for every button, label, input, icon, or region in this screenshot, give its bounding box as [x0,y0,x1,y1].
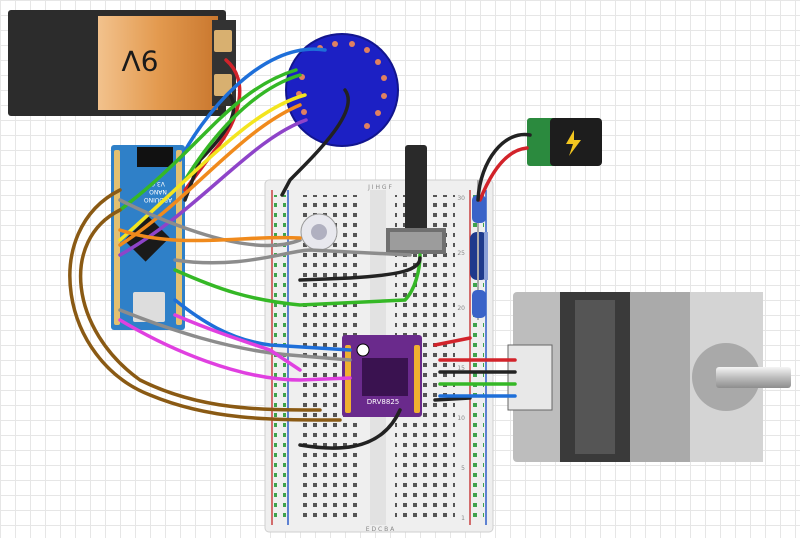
black-wire [280,88,350,197]
brown-wire [68,188,342,422]
brown-wire [78,208,322,412]
resistor [472,180,486,320]
orange-wire [118,103,302,247]
orange-wire [118,228,302,243]
lightning-icon [566,130,581,156]
row-number: 5 [461,465,465,472]
pot-body [390,232,442,250]
arduino-label-2: NANO [149,188,167,195]
usb-port [133,292,165,322]
black-wire [298,408,402,450]
battery-label: 9V [122,44,159,77]
row-number: 20 [457,305,465,312]
battery-terminal [214,30,232,52]
arduino-label-1: ARDUINO [144,196,173,203]
potentiometer [386,145,446,254]
motor-connector [507,344,553,411]
stepper-motor [507,292,791,462]
black-wire [298,256,422,282]
dc-power-jack [527,118,602,166]
black-wire [433,396,472,402]
isp-header [137,147,173,167]
battery-terminal [214,74,232,96]
gray-wire [173,248,412,265]
magenta-wire [173,313,302,372]
blue-wire [178,47,327,162]
magenta-wire [118,318,352,382]
column-letters-top: J I H G F [367,184,392,191]
green-wire [173,253,422,307]
row-number: 10 [457,415,465,422]
black-wire [476,132,532,202]
rotary-disk [285,33,399,147]
gray-wire [118,308,352,362]
red-wire [478,146,529,202]
driver-label: DRV8825 [367,398,399,406]
blue-wire [173,298,352,352]
wires [68,47,532,450]
rotary-knob [300,213,338,251]
column-letters-bottom: E D C B A [366,526,395,533]
red-wire [433,336,472,347]
drv8825-driver: DRV8825 [342,335,422,417]
row-number: 25 [457,250,465,257]
row-number: 15 [457,365,465,372]
gray-wire [118,198,302,248]
battery-9v: 9V [8,10,236,116]
trimpot-icon [356,343,370,357]
row-number: 1 [461,515,465,522]
green-wire [118,68,298,212]
arduino-label-3: V3.0 [151,180,165,187]
green-wire [183,73,302,182]
red-wire [183,58,242,192]
pot-shaft [405,145,427,235]
motor-shaft [716,367,791,388]
row-number: 30 [457,195,465,202]
